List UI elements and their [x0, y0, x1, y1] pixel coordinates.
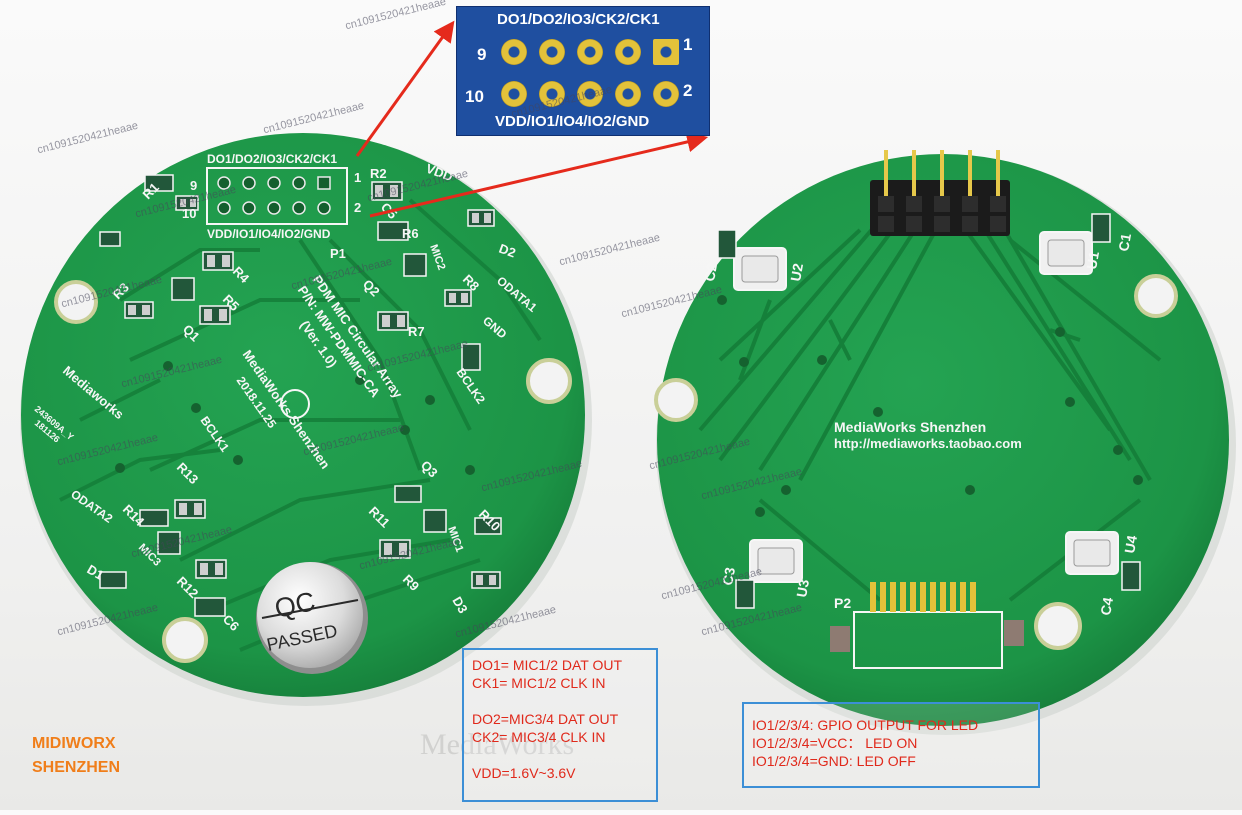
signal-notes-box: DO1= MIC1/2 DAT OUT CK1= MIC1/2 CLK IN D… — [462, 648, 658, 802]
inset-pin-9-label: 9 — [477, 45, 487, 64]
inset-pad-9 — [501, 39, 527, 65]
right-u1-label: U1 — [1083, 250, 1102, 271]
ref-r6: R6 — [402, 226, 419, 241]
io-notes-box: IO1/2/3/4: GPIO OUTPUT FOR LED IO1/2/3/4… — [742, 702, 1040, 788]
right-url-label: http://mediaworks.taobao.com — [834, 436, 1022, 451]
mic-u1 — [1039, 231, 1093, 275]
note-do1: DO1= MIC1/2 DAT OUT — [472, 657, 623, 673]
inset-pad-1 — [653, 39, 679, 65]
note-io-gpio: IO1/2/3/4: GPIO OUTPUT FOR LED — [752, 717, 979, 733]
note-io-off: IO1/2/3/4=GND: LED OFF — [752, 753, 916, 769]
pin-header-p1 — [870, 150, 1010, 236]
qc-passed-sticker: QC PASSED — [256, 562, 368, 674]
arrow-to-inset-top — [355, 20, 455, 157]
inset-pad-3 — [615, 39, 641, 65]
left-pin-9-label: 9 — [190, 178, 197, 193]
header-closeup-inset: DO1/DO2/IO3/CK2/CK1 1 2 9 10 VDD/IO1/IO4… — [456, 6, 710, 136]
note-ck1: CK1= MIC1/2 CLK IN — [472, 675, 606, 691]
inset-pin-10-label: 10 — [465, 87, 484, 106]
inset-pad-10 — [501, 81, 527, 107]
right-p2-label: P2 — [834, 595, 851, 611]
left-pcb: DO1/DO2/IO3/CK2/CK1 VDD/IO1/IO4/IO2/GND … — [20, 133, 592, 706]
brand-line2: SHENZHEN — [32, 759, 121, 776]
right-u4-label: U4 — [1121, 534, 1140, 555]
left-header-top-label: DO1/DO2/IO3/CK2/CK1 — [207, 152, 337, 166]
inset-top-label: DO1/DO2/IO3/CK2/CK1 — [497, 11, 660, 28]
right-c2-label: C2 — [701, 262, 720, 283]
left-p1-label: P1 — [330, 246, 346, 261]
right-c3-label: C3 — [719, 566, 738, 587]
left-mount-hole-right — [526, 358, 572, 404]
left-header-bottom-label: VDD/IO1/IO4/IO2/GND — [207, 227, 331, 241]
left-mount-hole-bottom — [162, 617, 208, 663]
right-board-disc — [657, 154, 1229, 726]
left-pin-1-label: 1 — [354, 170, 361, 185]
ref-r7: R7 — [408, 324, 425, 339]
inset-pad-2 — [653, 81, 679, 107]
inset-bottom-label: VDD/IO1/IO4/IO2/GND — [495, 113, 650, 130]
arrow-to-inset-bottom — [369, 131, 709, 218]
note-io-on: IO1/2/3/4=VCC： LED ON — [752, 735, 918, 751]
left-d1-label: D1 — [85, 562, 107, 583]
left-mount-hole-left — [54, 280, 98, 324]
inset-pad-7 — [539, 39, 565, 65]
left-d3-label: D3 — [449, 594, 470, 616]
mic-u4 — [1065, 531, 1119, 575]
brand-line1: MIDIWORX — [32, 735, 116, 752]
fpc-connector-p2 — [830, 582, 1024, 669]
mic-u2 — [733, 247, 787, 291]
right-company-label: MediaWorks Shenzhen — [834, 419, 986, 435]
inset-pad-5 — [577, 39, 603, 65]
right-mount-hole-left — [654, 378, 698, 422]
inset-pin-1-label: 1 — [683, 35, 693, 54]
note-do2: DO2=MIC3/4 DAT OUT — [472, 711, 619, 727]
ref-r2: R2 — [370, 166, 387, 181]
note-ck2: CK2= MIC3/4 CLK IN — [472, 729, 606, 745]
left-pin-10-label: 10 — [182, 206, 196, 221]
ghost-watermark-text: MediaWorks — [420, 728, 575, 761]
right-pcb: MediaWorks Shenzhen http://mediaworks.ta… — [654, 150, 1236, 735]
right-u3-label: U3 — [793, 578, 812, 599]
left-pin-2-label: 2 — [354, 200, 361, 215]
right-c4-label: C4 — [1097, 596, 1116, 617]
right-mount-hole-top — [1134, 274, 1178, 318]
p1-header-outline — [206, 167, 348, 225]
right-u2-label: U2 — [787, 262, 806, 283]
midiworx-brand: MIDIWORX SHENZHEN — [32, 732, 120, 780]
note-vdd: VDD=1.6V~3.6V — [472, 765, 576, 781]
inset-pad-6 — [577, 81, 603, 107]
right-c1-label: C1 — [1115, 232, 1134, 253]
right-mount-hole-bottom — [1034, 602, 1082, 650]
mic-u3 — [749, 539, 803, 583]
inset-pad-8 — [539, 81, 565, 107]
inset-pad-4 — [615, 81, 641, 107]
left-d2-label: D2 — [497, 241, 518, 261]
inset-pin-2-label: 2 — [683, 81, 693, 100]
